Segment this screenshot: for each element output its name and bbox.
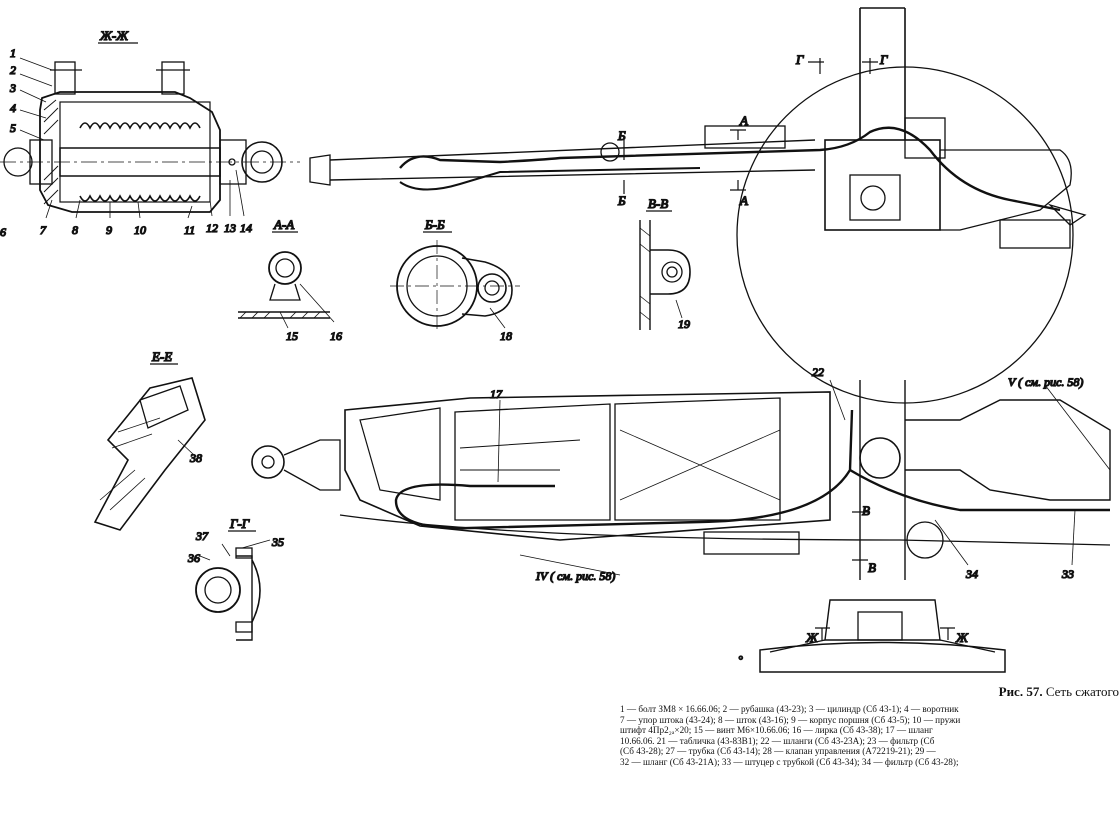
part-label-34: 34	[965, 567, 978, 581]
marker-g-right: Г	[879, 52, 888, 67]
part-label-15: 15	[286, 329, 298, 343]
part-label-2: 2	[10, 63, 16, 77]
section-ee: Е-Е 38	[93, 348, 206, 531]
part-label-10: 10	[134, 223, 146, 237]
bottom-assembly-view: Ж Ж В В 17 22 34 33 IV ( см. рис. 58) V …	[251, 364, 1111, 673]
top-assembly-view: Г Г А А Б Б	[309, 7, 1087, 404]
part-label-8: 8	[72, 223, 78, 237]
marker-zh-left: Ж	[805, 630, 819, 645]
part-label-35: 35	[271, 535, 284, 549]
marker-a-top: А	[739, 113, 748, 128]
legend-line-4: 10.66.06. 21 — табличка (43-83В1); 22 — …	[620, 735, 935, 746]
cylinder-section-zh: Ж-Ж	[0, 27, 300, 240]
marker-g-left: Г	[795, 52, 804, 67]
part-label-37: 37	[195, 529, 209, 543]
section-aa: А-А 15 16	[238, 216, 343, 344]
section-label-zh: Ж-Ж	[99, 28, 129, 43]
figure-caption: Рис. 57. Сеть сжатого 1 — болт ЗМ8 × 16.…	[620, 684, 1119, 767]
marker-b-top: Б	[617, 128, 626, 143]
part-label-22: 22	[812, 365, 824, 379]
part-label-38: 38	[189, 451, 202, 465]
section-label-gg: Г-Г	[229, 516, 250, 531]
marker-a-bottom: А	[739, 193, 748, 208]
part-label-12: 12	[206, 221, 218, 235]
legend-line-2: 7 — упор штока (43-24); 8 — шток (43-16)…	[620, 714, 961, 725]
part-label-16: 16	[330, 329, 342, 343]
part-label-19: 19	[678, 317, 690, 331]
marker-b-bottom: Б	[617, 193, 626, 208]
part-label-9: 9	[106, 223, 112, 237]
section-gg: Г-Г 35 36 37	[186, 515, 285, 641]
part-label-18: 18	[500, 329, 512, 343]
marker-v-top: В	[862, 503, 870, 518]
part-label-11: 11	[184, 223, 195, 237]
part-label-4: 4	[10, 101, 16, 115]
part-label-6: 6	[0, 225, 6, 239]
section-label-vv: В-В	[648, 196, 668, 211]
legend-line-3: штифт 4Пр2₂ₐ×20; 15 — винт М6×10.66.06; …	[620, 725, 933, 735]
figure-number: Рис. 57.	[998, 684, 1043, 699]
part-label-5: 5	[10, 121, 16, 135]
part-label-17: 17	[490, 387, 503, 401]
section-bb: Б-Б 18	[390, 216, 520, 344]
legend-line-5: (Сб 43-28); 27 — трубка (Сб 43-14); 28 —…	[620, 746, 936, 756]
section-label-aa: А-А	[273, 217, 294, 232]
small-mark: °	[738, 653, 743, 667]
parts-legend: 1 — болт ЗМ8 × 16.66.06; 2 — рубашка (43…	[620, 704, 1119, 767]
figure-title-text: Сеть сжатого	[1045, 684, 1119, 699]
part-label-13: 13	[224, 221, 236, 235]
part-label-36: 36	[187, 551, 200, 565]
part-label-33: 33	[1061, 567, 1074, 581]
legend-line-1: 1 — болт ЗМ8 × 16.66.06; 2 — рубашка (43…	[620, 704, 959, 714]
marker-v-bottom: В	[868, 560, 876, 575]
part-label-7: 7	[40, 223, 47, 237]
section-vv: В-В 19	[639, 195, 691, 332]
part-label-14: 14	[240, 221, 252, 235]
part-label-3: 3	[9, 81, 16, 95]
callout-ref-iv: IV ( см. рис. 58)	[535, 569, 615, 583]
part-label-1: 1	[10, 46, 16, 60]
section-label-ee: Е-Е	[151, 349, 172, 364]
callout-ref-v: V ( см. рис. 58)	[1008, 375, 1083, 389]
figure-title: Рис. 57. Сеть сжатого	[620, 684, 1119, 700]
section-label-bb: Б-Б	[424, 217, 445, 232]
legend-line-6: 32 — шланг (Сб 43-21А); 33 — штуцер с тр…	[620, 756, 959, 767]
marker-zh-right: Ж	[955, 630, 969, 645]
